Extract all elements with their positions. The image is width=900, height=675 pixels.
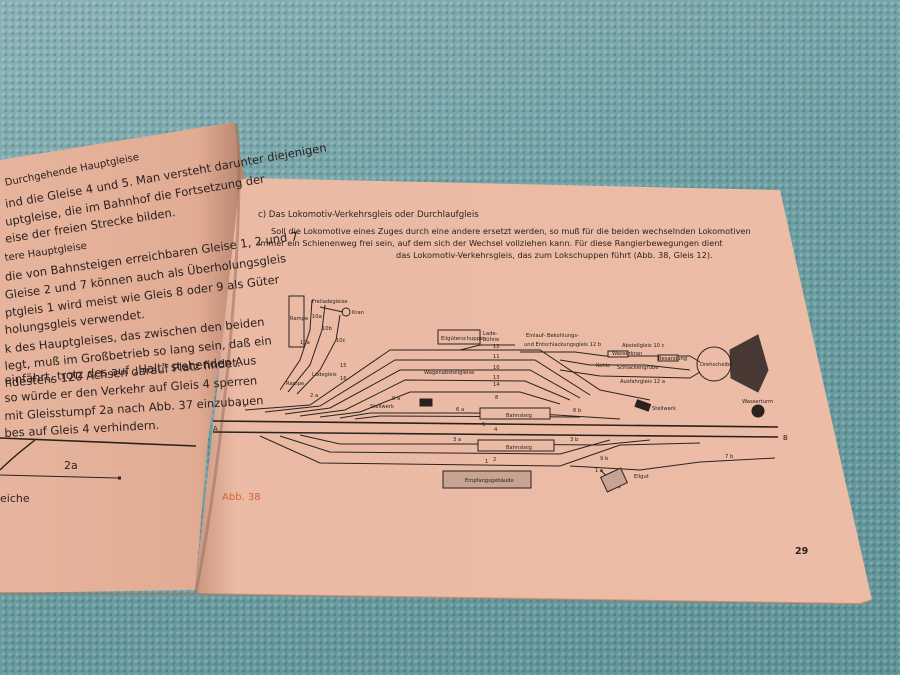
paragraph-line: immer ein Schienenweg frei sein, auf dem… [258,238,723,248]
paragraph-line: das Lokomotiv-Verkehrsgleis, das zum Lok… [396,250,713,260]
page-number: 29 [795,546,809,557]
diagram-label: Stellwerk [370,404,394,410]
diagram-label: 9 b [600,456,609,462]
crane [341,307,351,317]
platform-1 [479,407,551,420]
diagram-label: Einlauf- Bekohlungs- [526,333,579,339]
left-figure-caption: eiche [0,492,30,505]
diagram-label: 10a [312,314,322,320]
diagram-label: Bahnsteig [506,445,532,451]
diagram-label: 13 [493,375,500,381]
diagram-label: 10 [493,365,500,371]
diagram-label: Wasserturm [742,399,773,405]
diagram-label: 10c [336,338,346,344]
diagram-label: Wasserkran [612,351,642,357]
diagram-label: Rampe [290,316,308,322]
diagram-label: Drehscheibe [700,362,732,368]
diagram-label: 9 a [392,396,400,402]
diagram-label: 6 b [573,408,582,414]
diagram-label: Ladegleis [312,372,337,378]
main-track-upper [212,420,779,428]
stellwerk-left [419,398,433,407]
section-heading: c) Das Lokomotiv-Verkehrsgleis oder Durc… [258,210,479,220]
diagram-label: 4 [494,427,498,433]
diagram-label: 12 [493,344,500,350]
wasserturm [751,404,765,418]
diagram-label: Besandung [658,356,687,362]
wasserkran [607,350,629,358]
diagram-label: B [783,434,788,442]
diagram-label: 14 [493,382,500,388]
diagram-label: Kran [352,310,364,316]
roundhouse [729,334,769,393]
eilgueterschuppen-building [437,329,481,345]
diagram-label: Bahnsteig [506,413,532,419]
diagram-label: 3 a [453,437,461,443]
eilgut-building [599,467,629,493]
diagram-label: 6 a [456,407,464,413]
left-figure-rule [0,437,197,447]
left-figure-label: 2a [64,459,78,472]
diagram-label: 1 a [595,468,603,474]
diagram-label: bühne [483,337,499,343]
diagram-label: 11 [493,354,500,360]
diagram-label: Eilgut [634,474,649,480]
diagram-label: 8 [495,395,498,401]
diagram-label: 16 [340,376,347,382]
diagram-label: Stellwerk [652,406,676,412]
diagram-label: Abstellgleis 10 c [622,343,665,349]
stellwerk-right [634,399,652,412]
diagram-label: Eilgüterschuppen [441,336,486,342]
diagram-label: Lade- [483,331,498,337]
rampe-building [288,295,305,348]
diagram-label: 5 [482,422,485,428]
empfangsgebaeude-building [442,470,532,489]
diagram-label: Ausfahrgleis 12 a [620,379,665,385]
diagram-label: Empfangsgebäude [465,478,514,484]
diagram-label: 3 b [570,437,579,443]
main-track-lower [212,431,779,438]
paragraph-line: Soll die Lokomotive eines Zuges durch ei… [271,226,751,236]
diagram-label: 7 a [238,403,246,409]
diagram-label: 10b [322,326,333,332]
diagram-label: 2 a [310,393,318,399]
diagram-label: Rampe [286,381,304,387]
diagram-label: A [213,425,218,433]
platform-2 [477,439,555,452]
diagram-label: 1 [485,459,488,465]
diagram-label: 2 [493,457,496,463]
diagram-label: 15 [340,363,347,369]
diagram-label: Kohle [596,363,610,369]
diagram-label: und Entschlackungsgleis 12 b [524,342,602,348]
besandung [657,354,679,362]
diagram-label: Wagenabstellgleise [424,370,474,376]
diagram-label: Freiladegleise [312,299,348,305]
diagram-label: 10a [300,340,310,346]
diagram-label: 7 b [725,454,734,460]
figure-caption: Abb. 38 [222,492,261,503]
diagram-label: Schlackengrube [617,365,658,371]
